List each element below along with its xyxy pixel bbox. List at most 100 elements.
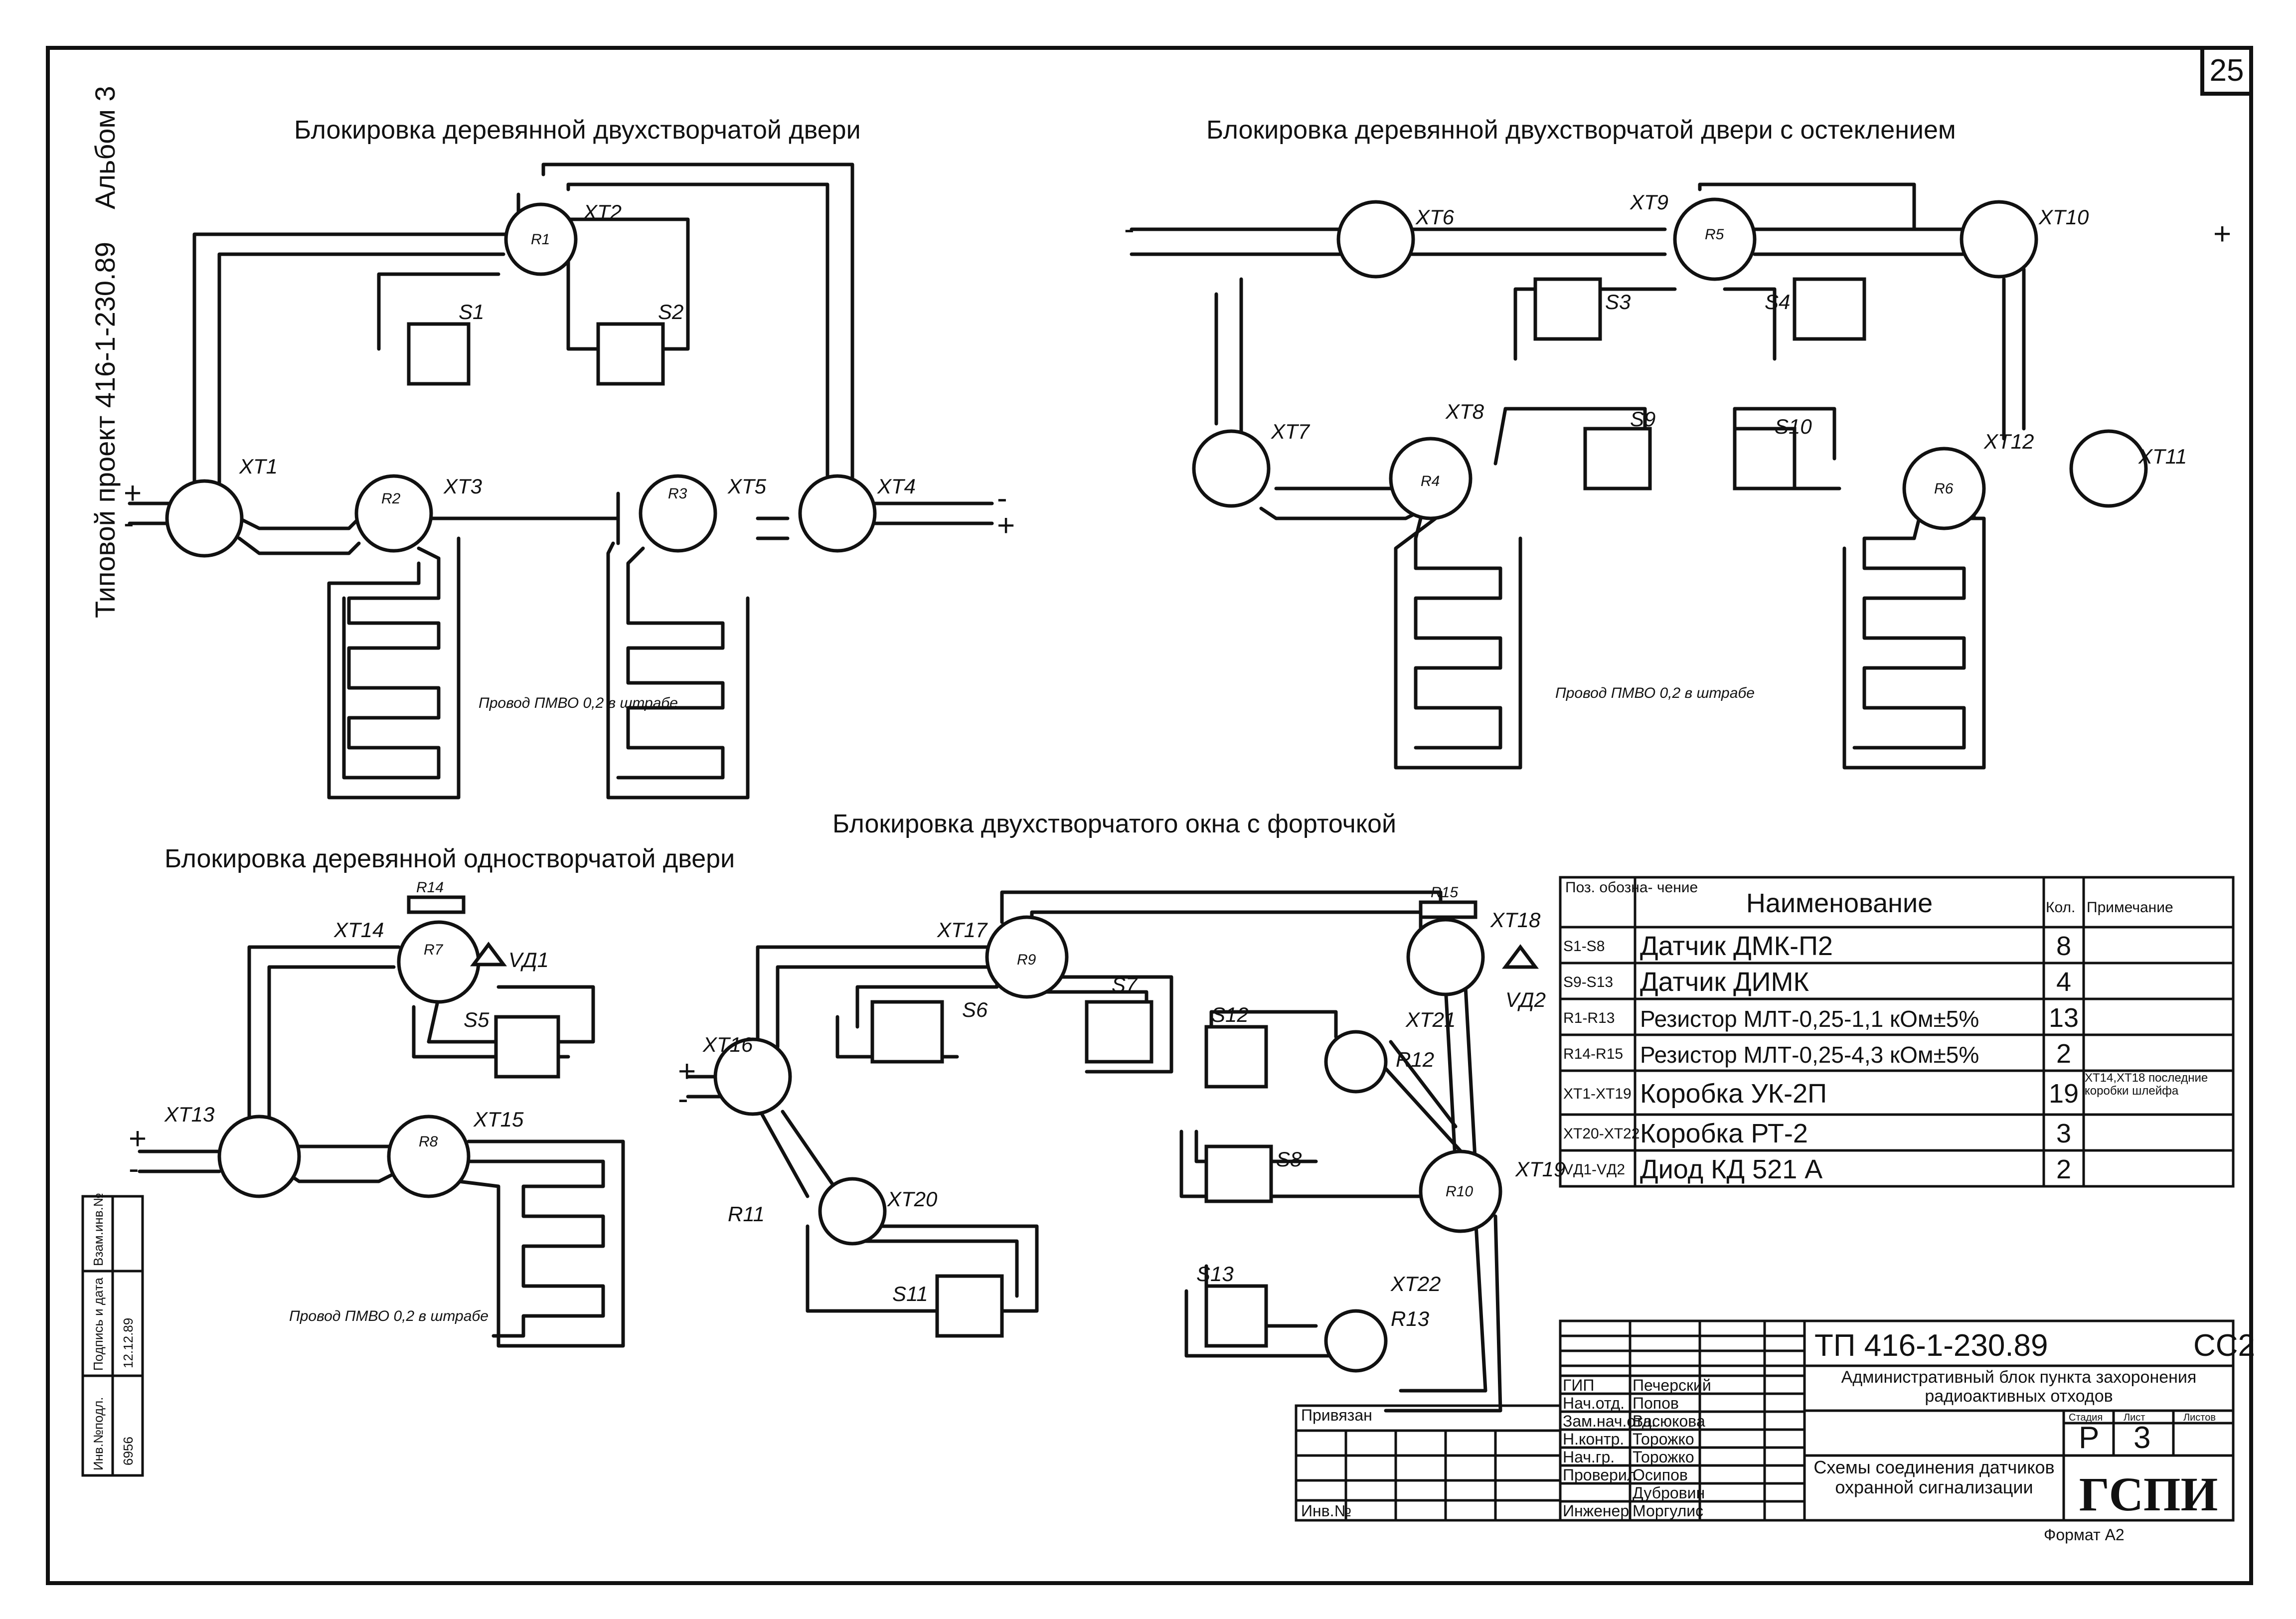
switch-s10 [1733, 427, 1797, 490]
spec-row-name: Резистор МЛТ-0,25-1,1 кОм±5% [1640, 1006, 1979, 1032]
label-r8: R8 [419, 1133, 438, 1150]
junction-xt10 [1960, 200, 2038, 279]
label-r7: R7 [424, 942, 444, 958]
junction-xt20 [818, 1177, 887, 1246]
wire-note-1: Провод ПМВО 0,2 в штрабе [479, 695, 678, 711]
label-xt11: XT11 [2138, 445, 2187, 468]
label-xt6: XT6 [1415, 205, 1455, 229]
junction-xt6 [1336, 200, 1415, 279]
junction-xt14 [397, 920, 481, 1004]
label-xt2: XT2 [583, 200, 622, 224]
side-sign-date: Подпись и дата [91, 1277, 106, 1371]
junction-xt16 [713, 1037, 792, 1116]
title-block: Привязан Инв.№ ТП 416-1-230.89 СС2 Админ… [1295, 1319, 2255, 1544]
label-r13: R13 [1391, 1307, 1429, 1330]
junction-xt18 [1406, 918, 1485, 996]
spec-row-pos: R14-R15 [1563, 1046, 1623, 1062]
title-stage-hdr: Стадия [2069, 1412, 2103, 1423]
title-sheet-hdr: Лист [2124, 1412, 2145, 1423]
junction-xt17 [985, 915, 1069, 999]
label-r9: R9 [1017, 952, 1036, 968]
title-drawing: Схемы соединения датчиков охранной сигна… [1813, 1457, 2055, 1497]
label-r10: R10 [1446, 1183, 1473, 1200]
spec-row-qty: 4 [2056, 967, 2071, 997]
label-s13: S13 [1196, 1262, 1234, 1286]
role-0: ГИП [1563, 1376, 1594, 1394]
spec-row-name: Датчик ДИМК [1640, 967, 1809, 997]
wire-note-3: Провод ПМВО 0,2 в штрабе [289, 1308, 489, 1324]
label-s1: S1 [459, 300, 484, 324]
diode-vd1 [470, 942, 507, 967]
switch-s5 [494, 1015, 560, 1079]
title-sheet: 3 [2133, 1421, 2150, 1455]
title-window: Блокировка двухстворчатого окна с форточ… [832, 810, 1396, 838]
spec-row-name: Коробка РТ-2 [1640, 1119, 1808, 1148]
switch-s13 [1204, 1284, 1268, 1348]
role-7: Инженер [1563, 1502, 1629, 1520]
label-xt7: XT7 [1271, 420, 1311, 443]
diagram-door-double: XT2 R1 S1 S2 XT1 R2 XT3 R3 XT5 XT4 + - -… [124, 162, 1015, 800]
sheet-frame [46, 46, 2253, 1585]
label-s11: S11 [892, 1282, 928, 1305]
label-s5: S5 [464, 1008, 490, 1031]
switch-s6 [870, 1000, 944, 1064]
spec-row-qty: 13 [2049, 1003, 2079, 1033]
side-date-val: 12.12.89 [121, 1318, 136, 1368]
name-4: Торожко [1633, 1448, 1694, 1466]
title-org: ГСПИ [2079, 1467, 2218, 1521]
title-inv: Инв.№ [1301, 1502, 1351, 1520]
title-sheets-hdr: Листов [2183, 1412, 2216, 1423]
switch-s9 [1583, 427, 1652, 490]
switch-s7 [1085, 1000, 1153, 1064]
spec-row-pos: S9-S13 [1563, 974, 1613, 990]
side-inv-orig: Инв.№подл. [91, 1397, 106, 1470]
title-privyazan: Привязан [1301, 1406, 1372, 1424]
title-format: Формат А2 [2044, 1526, 2125, 1544]
label-s10: S10 [1775, 415, 1812, 438]
junction-xt19 [1419, 1149, 1502, 1233]
label-xt20: XT20 [887, 1187, 938, 1211]
junction-xt9 [1673, 197, 1757, 281]
spec-row-qty: 3 [2056, 1119, 2071, 1148]
label-plus-3: + [2213, 217, 2231, 251]
label-s7: S7 [1112, 973, 1138, 996]
name-0: Печерский [1633, 1376, 1711, 1394]
junction-xt15 [387, 1115, 471, 1198]
page-number: 25 [2210, 53, 2244, 88]
spec-row-pos: XT20-XT22 [1563, 1126, 1640, 1142]
role-3: Н.контр. [1563, 1430, 1624, 1448]
junction-xt11 [2069, 429, 2148, 508]
side-stamp: Инв.№подл. Подпись и дата Взам.инв.№ 695… [81, 1193, 144, 1477]
spec-row-name: Диод КД 521 А [1640, 1154, 1822, 1184]
label-s8: S8 [1276, 1147, 1302, 1171]
name-1: Попов [1633, 1394, 1679, 1412]
label-s9: S9 [1630, 407, 1655, 431]
side-project-title: Типовой проект 416-1-230.89 [89, 242, 121, 618]
page-number-box [2200, 46, 2253, 96]
spec-header-name: Наименование [1746, 888, 1933, 918]
label-xt4: XT4 [877, 475, 916, 498]
spec-row-pos: R1-R13 [1563, 1010, 1615, 1026]
label-plus-5: + [678, 1054, 696, 1089]
spec-row-pos: S1-S8 [1563, 938, 1605, 955]
diode-vd2 [1502, 944, 1539, 969]
side-album-title: Альбом 3 [89, 86, 121, 209]
label-xt22: XT22 [1390, 1272, 1441, 1295]
label-r15: R15 [1431, 884, 1458, 901]
junction-xt13 [217, 1115, 301, 1198]
label-minus-5: - [678, 1082, 688, 1116]
label-r11: R11 [728, 1202, 765, 1226]
label-xt3: XT3 [443, 475, 482, 498]
label-vd1: VД1 [508, 948, 549, 971]
switch-s11 [935, 1274, 1004, 1338]
spec-row-name: Резистор МЛТ-0,25-4,3 кОм±5% [1640, 1042, 1979, 1068]
label-r2: R2 [381, 490, 401, 507]
label-xt9: XT9 [1630, 190, 1668, 214]
junction-xt4 [798, 474, 877, 553]
spec-row-qty: 2 [2056, 1154, 2071, 1184]
label-r4: R4 [1421, 473, 1440, 489]
switch-s4 [1793, 277, 1866, 341]
title-stage: Р [2079, 1421, 2099, 1455]
label-xt13: XT13 [164, 1103, 214, 1126]
